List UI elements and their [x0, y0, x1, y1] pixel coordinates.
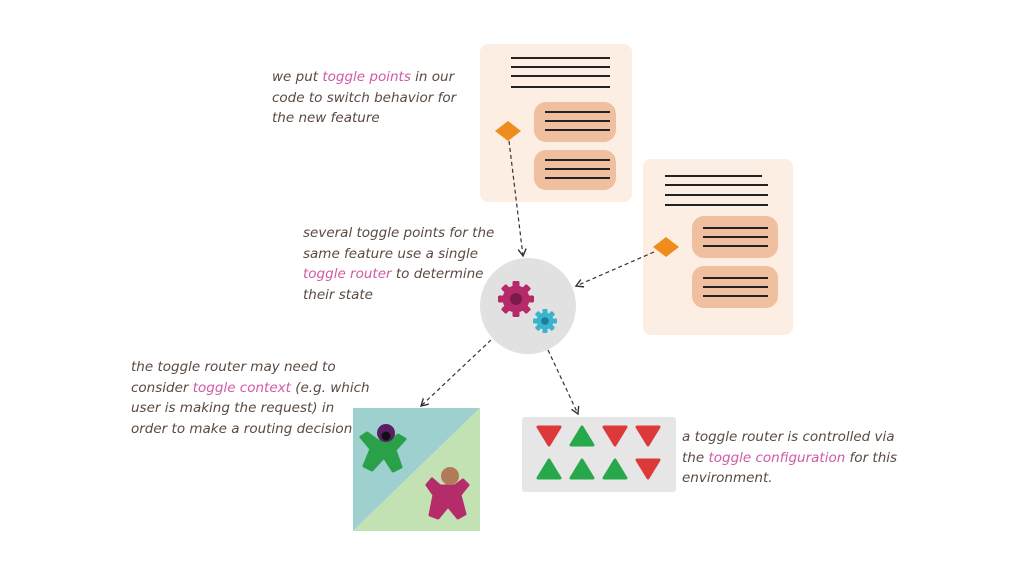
triangle-up-icon — [602, 458, 628, 480]
toggle-router — [480, 258, 576, 354]
code-panel-right — [643, 159, 793, 335]
user-icon — [359, 424, 407, 473]
triangle-down-icon — [635, 458, 661, 480]
annotation-toggle-context: the toggle router may need to consider t… — [131, 359, 370, 437]
arrow-toggle-point-to-router — [508, 140, 527, 258]
triangle-up-icon — [536, 458, 562, 480]
flow-arrows — [419, 140, 655, 416]
triangle-up-icon — [569, 425, 595, 447]
gear-icon — [498, 281, 534, 317]
term-toggle-points: toggle points — [322, 69, 411, 85]
toggle-point-icon — [495, 121, 521, 141]
code-block — [534, 102, 616, 142]
arrow-toggle-point-to-router — [574, 251, 655, 288]
annotation-toggle-router: several toggle points for the same featu… — [303, 225, 495, 303]
term-toggle-router: toggle router — [303, 266, 392, 282]
user-icon — [425, 467, 470, 520]
term-toggle-context: toggle context — [192, 379, 291, 396]
toggle-point-icon — [653, 237, 679, 257]
triangle-up-icon — [569, 458, 595, 480]
code-block — [692, 266, 778, 308]
triangle-down-icon — [635, 425, 661, 447]
triangle-down-icon — [602, 425, 628, 447]
arrow-router-to-context — [419, 339, 492, 407]
annotation-toggle-configuration: a toggle router is controlled via the to… — [682, 429, 898, 486]
code-panel-top — [480, 44, 632, 202]
triangle-down-icon — [536, 425, 562, 447]
toggle-configuration-panel — [522, 417, 676, 492]
code-block — [692, 216, 778, 258]
annotation-toggle-points: we put toggle points in our code to swit… — [272, 69, 457, 126]
gear-icon — [533, 309, 557, 333]
arrow-router-to-configuration — [547, 349, 580, 416]
toggle-context-panel — [353, 408, 480, 531]
term-toggle-configuration: toggle configuration — [708, 449, 846, 466]
toggle-grid — [536, 425, 661, 480]
code-block — [534, 150, 616, 190]
